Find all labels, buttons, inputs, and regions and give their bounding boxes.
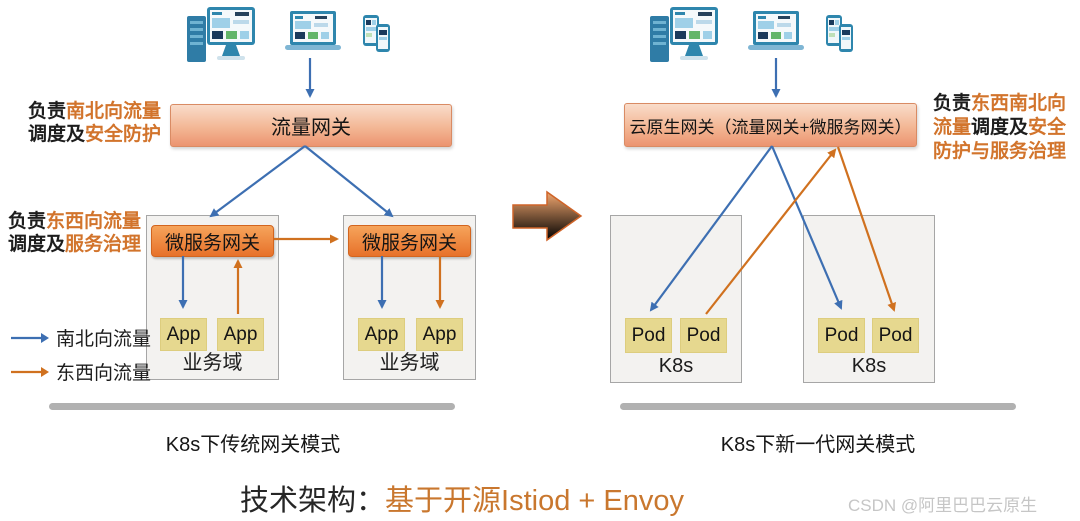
- label-text-highlight: 东西向流量: [46, 211, 142, 232]
- label-text-highlight: 安全防护: [85, 124, 162, 145]
- label-text-highlight: 流量: [933, 117, 972, 138]
- k8s-container-2: Pod Pod K8s: [803, 215, 935, 383]
- label-north-south-duty: 负责南北向流量 调度及安全防护: [28, 100, 161, 146]
- k8s-container-1: Pod Pod K8s: [610, 215, 742, 383]
- pod-box: Pod: [625, 318, 672, 353]
- app-box: App: [416, 318, 463, 351]
- pod-label: Pod: [878, 324, 913, 346]
- csdn-watermark: CSDN @阿里巴巴云原生: [848, 496, 1038, 515]
- business-domain-container-2: 微服务网关 App App 业务域: [343, 215, 476, 380]
- cloud-native-gateway-box: 云原生网关（流量网关+微服务网关）: [624, 103, 917, 147]
- k8s-label: K8s: [658, 355, 694, 377]
- pod-box: Pod: [680, 318, 727, 353]
- caption-new-generation-mode: K8s下新一代网关模式: [720, 434, 916, 456]
- traffic-gateway-label: 流量网关: [271, 117, 351, 139]
- client-devices-icon-left: [187, 7, 390, 62]
- title-text: 技术架构：: [240, 485, 386, 517]
- microservice-gateway-box-1: 微服务网关: [151, 225, 274, 257]
- north-south-arrow-icon: [11, 332, 49, 343]
- app-label: App: [223, 323, 258, 345]
- label-text: 调度及: [28, 124, 86, 145]
- tech-architecture-title: 技术架构：基于开源Istiod + Envoy: [240, 477, 684, 519]
- pod-box: Pod: [818, 318, 865, 353]
- k8s-label: K8s: [851, 355, 887, 377]
- microservice-gateway-box-2: 微服务网关: [348, 225, 471, 257]
- pod-box: Pod: [872, 318, 919, 353]
- pod-label: Pod: [824, 324, 859, 346]
- pod-label: Pod: [686, 324, 721, 346]
- label-text-highlight: 安全: [1028, 117, 1067, 138]
- app-label: App: [166, 323, 201, 345]
- app-label: App: [422, 323, 457, 345]
- left-divider: [49, 403, 455, 410]
- pod-label: Pod: [631, 324, 666, 346]
- cloud-native-gateway-label: 云原生网关（流量网关+微服务网关）: [629, 117, 912, 137]
- label-text-highlight: 服务治理: [65, 234, 142, 255]
- label-text: 负责: [28, 101, 67, 122]
- title-text-highlight: 基于开源Istiod + Envoy: [385, 485, 684, 517]
- label-text: 调度及: [971, 117, 1029, 138]
- traffic-gateway-box: 流量网关: [170, 104, 452, 147]
- transform-arrow-icon: [512, 190, 583, 242]
- app-box: App: [217, 318, 264, 351]
- business-domain-label: 业务域: [379, 352, 440, 374]
- label-east-west-duty: 负责东西向流量 调度及服务治理: [8, 210, 141, 256]
- label-text: 负责: [933, 93, 972, 114]
- business-domain-label: 业务域: [182, 352, 243, 374]
- microservice-gateway-label: 微服务网关: [361, 232, 457, 254]
- business-domain-container-1: 微服务网关 App App 业务域: [146, 215, 279, 380]
- app-box: App: [160, 318, 207, 351]
- label-text: 调度及: [8, 234, 66, 255]
- label-text-highlight: 东西南北向: [971, 93, 1067, 114]
- app-label: App: [364, 323, 399, 345]
- microservice-gateway-label: 微服务网关: [164, 232, 260, 254]
- legend-label: 东西向流量: [56, 363, 152, 384]
- client-devices-icon-right: [650, 7, 853, 62]
- legend-east-west: 东西向流量: [10, 358, 151, 385]
- label-text: 负责: [8, 211, 47, 232]
- legend-label: 南北向流量: [56, 329, 152, 350]
- legend-north-south: 南北向流量: [10, 324, 151, 351]
- app-box: App: [358, 318, 405, 351]
- east-west-arrow-icon: [11, 366, 49, 377]
- right-divider: [620, 403, 1016, 410]
- label-text-highlight: 防护与服务治理: [933, 141, 1067, 162]
- label-text-highlight: 南北向流量: [66, 101, 162, 122]
- label-all-direction-duty: 负责东西南北向 流量调度及安全 防护与服务治理: [933, 92, 1066, 164]
- caption-traditional-mode: K8s下传统网关模式: [165, 434, 341, 456]
